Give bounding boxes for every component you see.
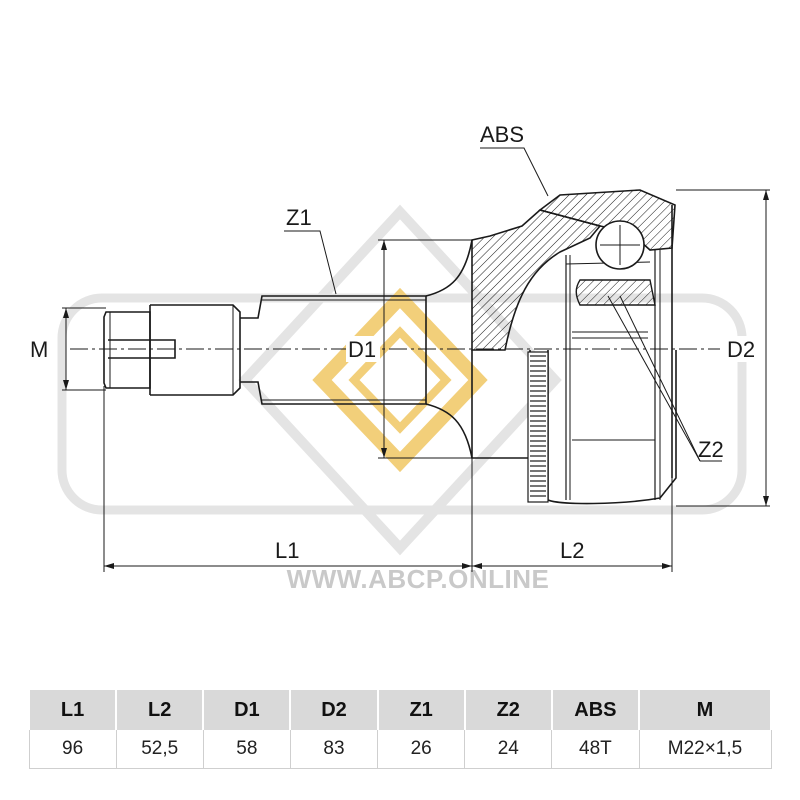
value-z1: 26 [377, 730, 465, 769]
value-d1: 58 [202, 730, 291, 769]
z2-label: Z2 [698, 437, 724, 462]
spline-shaft [240, 239, 473, 459]
header-l1: L1 [27, 690, 118, 730]
ball-bearing [572, 220, 648, 339]
value-m: M22×1,5 [638, 730, 772, 769]
header-d1: D1 [202, 690, 292, 730]
header-m: M [638, 690, 772, 730]
m-label: M [30, 337, 48, 362]
abs-ring [527, 351, 549, 503]
header-abs: ABS [550, 690, 641, 730]
cv-joint-drawing: WWW.ABCP.ONLINE [30, 122, 770, 594]
header-z2: Z2 [463, 690, 553, 730]
value-z2: 24 [464, 730, 552, 769]
header-z1: Z1 [376, 690, 466, 730]
specifications-table: L1 L2 D1 D2 Z1 Z2 ABS M 96 52,5 58 83 26… [27, 690, 772, 769]
value-l1: 96 [28, 730, 117, 769]
table-row: 96 52,5 58 83 26 24 48T M22×1,5 [28, 730, 772, 769]
value-d2: 83 [289, 730, 378, 769]
value-abs: 48T [551, 730, 639, 769]
dimension-lines [62, 189, 770, 572]
l1-label: L1 [275, 538, 299, 563]
watermark: WWW.ABCP.ONLINE [57, 204, 747, 594]
d1-label: D1 [348, 337, 376, 362]
value-l2: 52,5 [115, 730, 204, 769]
z1-label: Z1 [286, 205, 312, 230]
table-header-row: L1 L2 D1 D2 Z1 Z2 ABS M [27, 690, 772, 730]
header-d2: D2 [289, 690, 379, 730]
watermark-url: WWW.ABCP.ONLINE [287, 564, 550, 594]
threaded-end [103, 304, 241, 396]
arrowheads [63, 190, 769, 569]
outer-housing [471, 189, 677, 505]
header-l2: L2 [115, 690, 205, 730]
l2-label: L2 [560, 538, 584, 563]
d2-label: D2 [727, 337, 755, 362]
abs-label: ABS [480, 122, 524, 147]
leader-lines [284, 147, 722, 462]
